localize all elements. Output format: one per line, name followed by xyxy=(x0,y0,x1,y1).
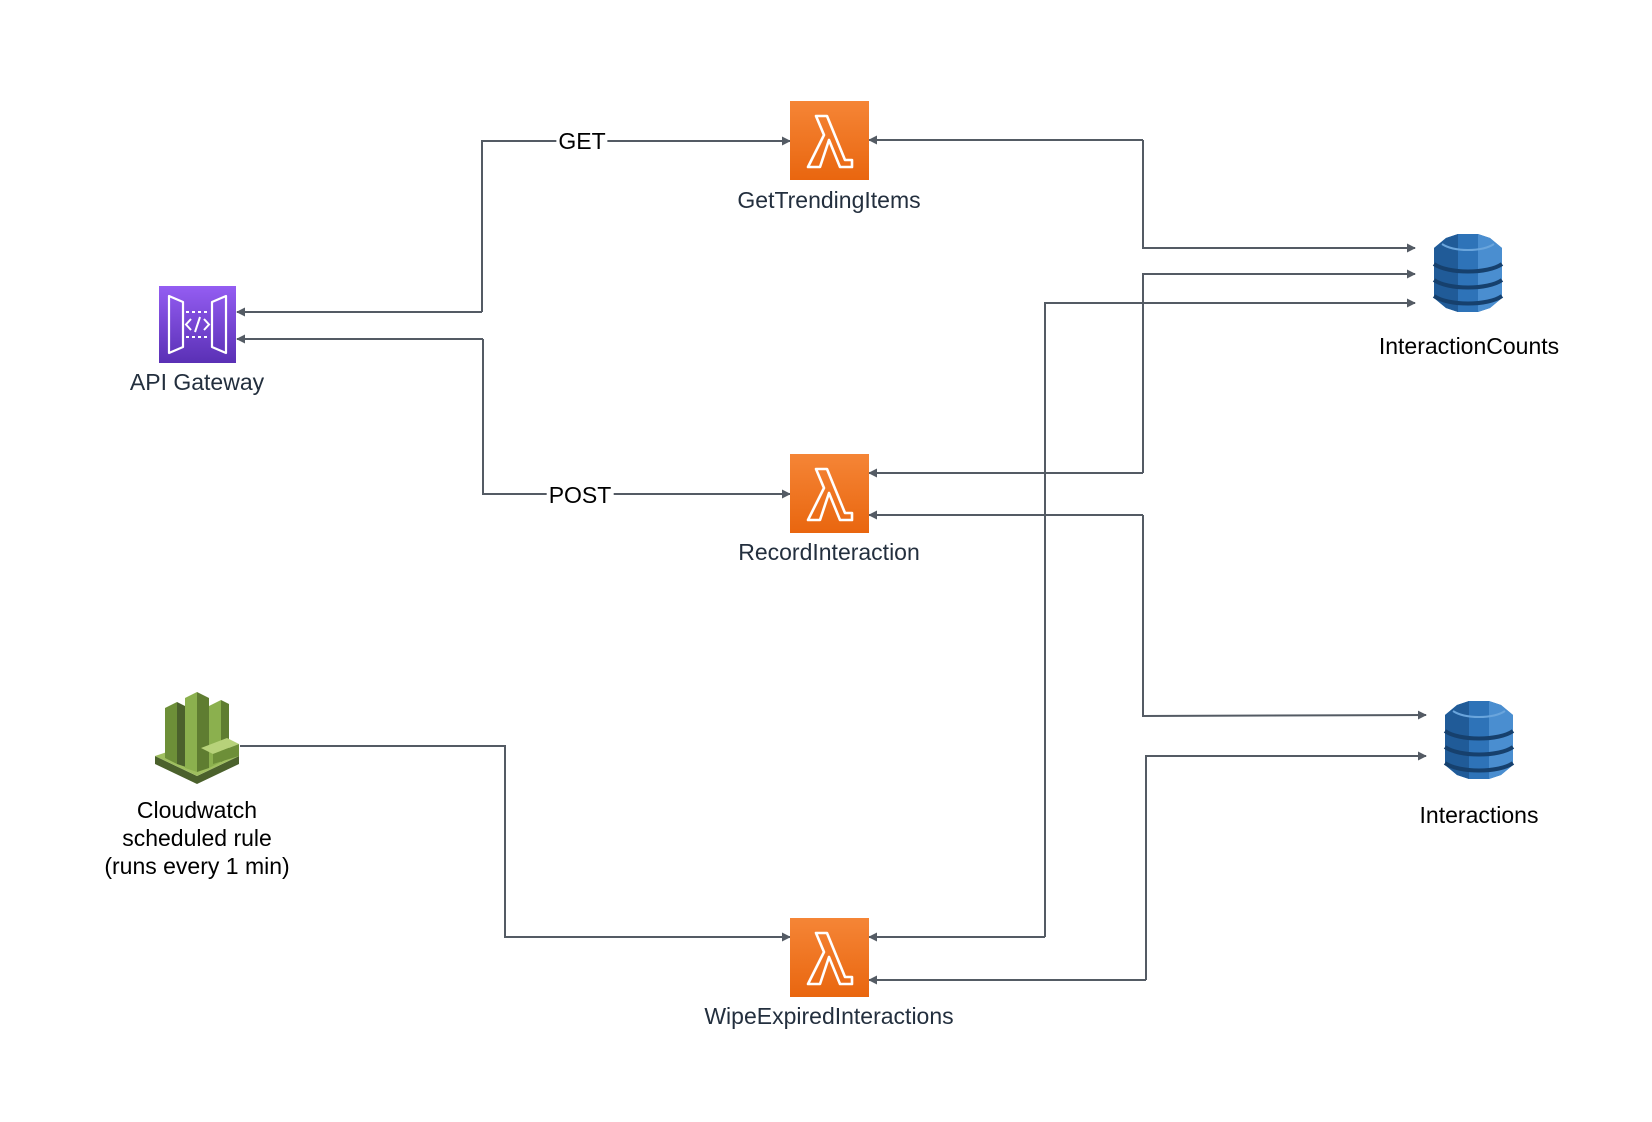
node-label-interaction-counts: InteractionCounts xyxy=(1378,333,1560,359)
connector-record-interaction-to-interaction-counts xyxy=(1142,269,1416,473)
connector-wipe-expired-to-interactions xyxy=(1145,751,1427,980)
dynamodb-icon xyxy=(1443,701,1515,779)
cloudwatch-icon xyxy=(155,692,239,784)
lambda-icon xyxy=(790,454,869,533)
dynamodb-icon xyxy=(1432,234,1504,312)
cloudwatch-label-line-1: Cloudwatch xyxy=(136,797,258,823)
node-label-api-gateway: API Gateway xyxy=(129,369,265,395)
connector-cloudwatch-to-wipe-expired xyxy=(240,745,791,942)
api-gateway-icon xyxy=(159,286,236,363)
edge-label-get: GET xyxy=(556,127,608,155)
connector-wipe-expired-to-interaction-counts xyxy=(1044,298,1416,937)
node-label-get-trending-items: GetTrendingItems xyxy=(737,187,921,213)
cloudwatch-label-line-3: (runs every 1 min) xyxy=(104,853,290,879)
edge-label-post: POST xyxy=(546,481,614,509)
connector-record-interaction-to-interactions xyxy=(1142,515,1427,720)
lambda-icon xyxy=(790,918,869,997)
connector-get-to-get-trending-items xyxy=(481,136,791,312)
connector-post-to-record-interaction xyxy=(482,339,791,499)
node-label-interactions: Interactions xyxy=(1419,802,1539,828)
node-label-record-interaction: RecordInteraction xyxy=(738,539,920,565)
lambda-icon xyxy=(790,101,869,180)
connectors xyxy=(236,135,1427,985)
node-label-wipe-expired-interactions: WipeExpiredInteractions xyxy=(704,1003,954,1029)
connector-get-trending-items-to-interaction-counts xyxy=(1142,140,1416,253)
cloudwatch-label-line-2: scheduled rule xyxy=(122,825,272,851)
node-label-cloudwatch: Cloudwatch scheduled rule (runs every 1 … xyxy=(104,796,289,880)
